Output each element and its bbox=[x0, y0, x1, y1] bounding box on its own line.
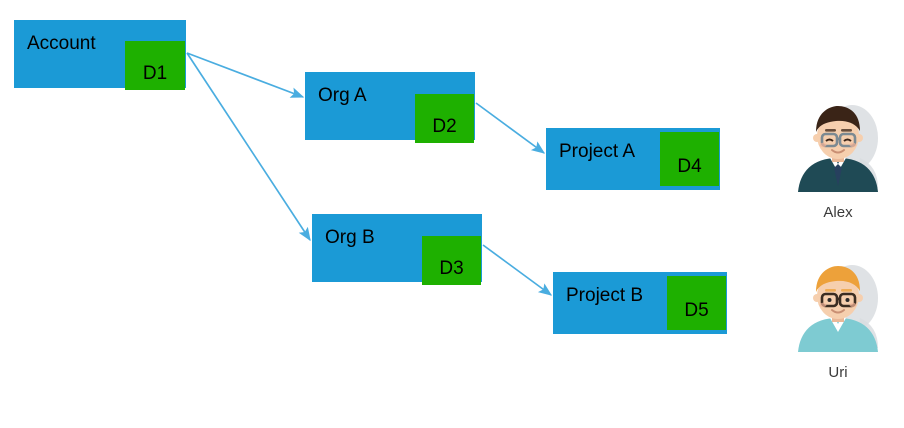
node-account[interactable]: Account D1 bbox=[14, 20, 186, 90]
node-project-b-label: Project B bbox=[566, 285, 644, 306]
node-org-a[interactable]: Org A D2 bbox=[305, 72, 475, 143]
node-org-b-label: Org B bbox=[325, 227, 375, 248]
arrow-account-to-org-b bbox=[186, 52, 311, 242]
node-project-a-label: Project A bbox=[559, 141, 636, 162]
node-account-badge-d1[interactable]: D1 bbox=[125, 41, 185, 90]
person-alex[interactable]: Alex bbox=[786, 98, 890, 221]
arrow-org-a-to-project-a bbox=[475, 102, 546, 154]
node-org-a-label: Org A bbox=[318, 85, 367, 106]
node-project-b-badge-d5[interactable]: D5 bbox=[667, 276, 726, 330]
alex-avatar-icon bbox=[790, 98, 886, 194]
node-account-label: Account bbox=[27, 33, 96, 54]
node-org-b[interactable]: Org B D3 bbox=[312, 214, 482, 285]
node-project-a-badge-d4[interactable]: D4 bbox=[660, 132, 719, 186]
node-project-a[interactable]: Project A D4 bbox=[546, 128, 720, 190]
person-uri[interactable]: Uri bbox=[786, 258, 890, 381]
node-project-b[interactable]: Project B D5 bbox=[553, 272, 727, 334]
node-org-a-badge-d2[interactable]: D2 bbox=[415, 94, 474, 143]
alex-name-label: Alex bbox=[823, 204, 853, 221]
node-org-b-badge-d3[interactable]: D3 bbox=[422, 236, 481, 285]
arrow-org-b-to-project-b bbox=[482, 244, 553, 296]
uri-avatar-icon bbox=[790, 258, 886, 354]
arrow-account-to-org-a bbox=[186, 52, 305, 98]
uri-name-label: Uri bbox=[828, 364, 848, 381]
